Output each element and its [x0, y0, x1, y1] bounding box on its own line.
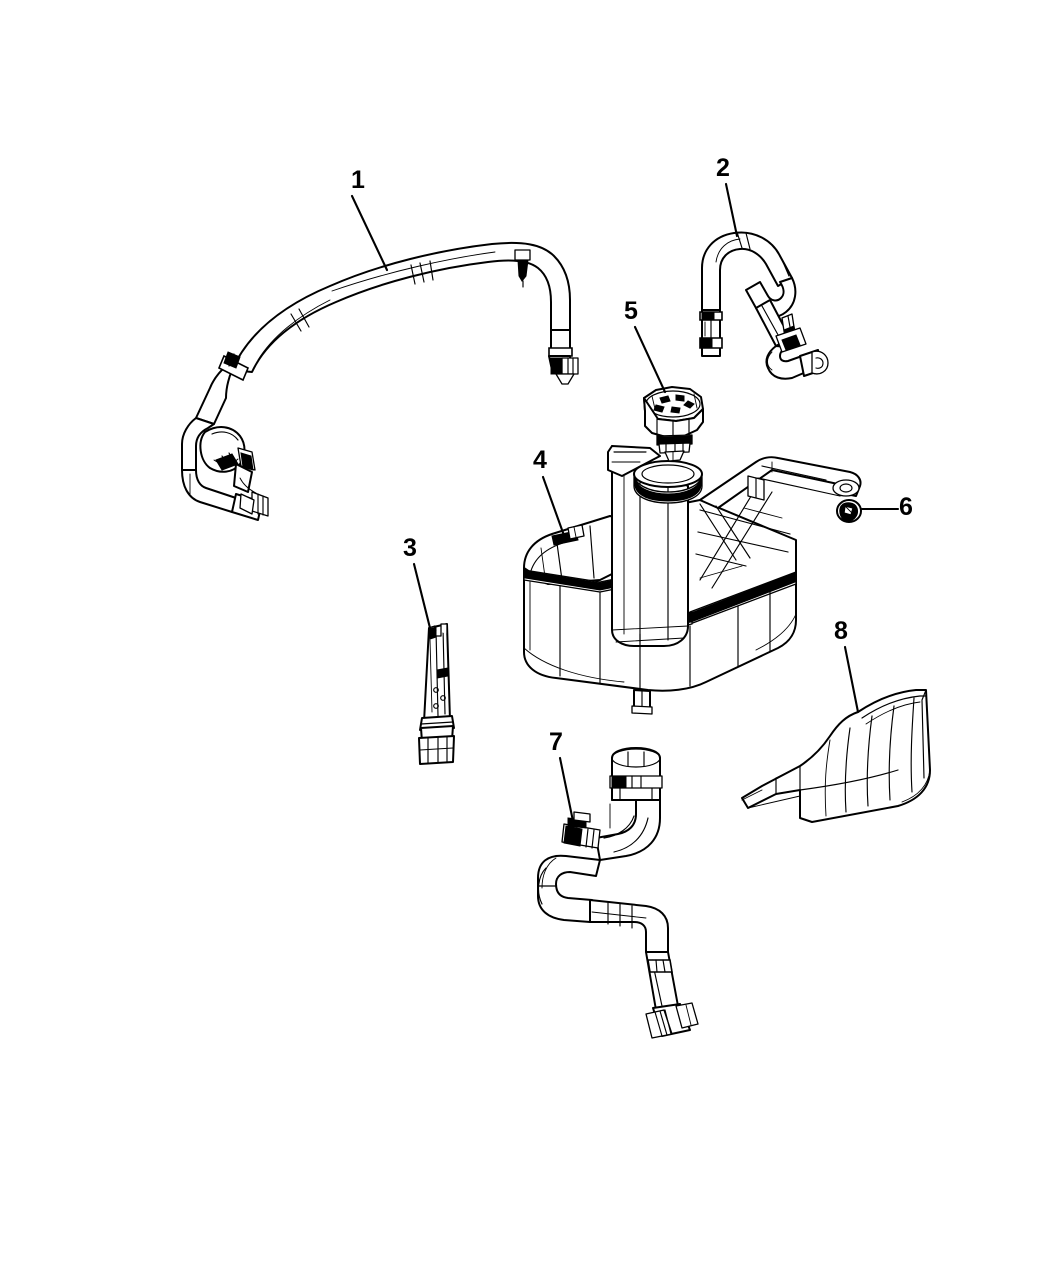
leader-line-3: [412, 562, 432, 630]
leader-line-5: [633, 325, 667, 394]
part-2-coolant-hose-short-assembly[interactable]: [699, 231, 829, 380]
leader-line-2: [724, 182, 739, 238]
part-1-coolant-hose-long-assembly[interactable]: [181, 241, 579, 521]
part-4-coolant-recovery-bottle[interactable]: [523, 445, 862, 715]
part-8-heat-shield-deflector[interactable]: [741, 689, 931, 823]
callout-number-4: 4: [533, 446, 547, 474]
leader-line-4: [541, 475, 568, 543]
leader-line-8: [843, 645, 860, 714]
callout-number-2: 2: [716, 154, 730, 182]
callout-number-8: 8: [834, 617, 848, 645]
callout-number-7: 7: [549, 728, 563, 756]
part-7-coolant-outlet-hose[interactable]: [537, 747, 699, 1039]
leader-line-7: [558, 756, 576, 828]
leader-line-1: [350, 194, 389, 272]
callout-number-6: 6: [899, 493, 913, 521]
callout-number-3: 3: [403, 534, 417, 562]
callout-numbers: 1 2 3 4 5 6 7 8: [351, 154, 913, 756]
callout-number-5: 5: [624, 297, 638, 325]
callout-number-1: 1: [351, 166, 365, 194]
part-6-mounting-bolt[interactable]: [836, 499, 862, 523]
part-3-coolant-level-sensor[interactable]: [418, 623, 455, 765]
callout-leader-lines: [350, 182, 900, 828]
part-5-pressure-cap[interactable]: [643, 386, 704, 462]
